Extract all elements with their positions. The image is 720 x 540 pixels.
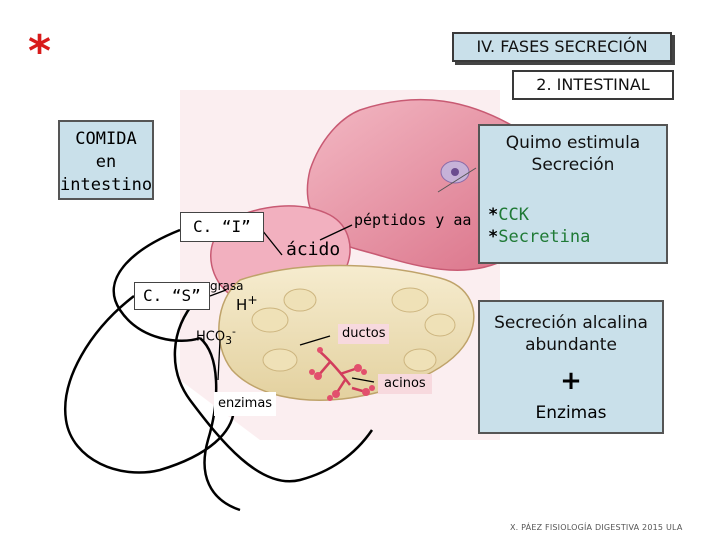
acini-label: acinos: [378, 374, 432, 394]
hydrogen-ion-sup: +: [247, 292, 258, 307]
hormone-item-secretina: *Secretina: [488, 226, 590, 248]
ducts-label: ductos: [338, 324, 390, 344]
chyme-line-1: Quimo estimula: [505, 133, 641, 153]
enzymes-label: Enzimas: [535, 403, 607, 423]
enzymes-diagram-label: enzimas: [214, 392, 277, 416]
acid-label: ácido: [286, 239, 341, 260]
alkaline-line-2: abundante: [525, 335, 617, 355]
plus-sign: +: [560, 366, 582, 396]
food-in-intestine-box: COMIDA en intestino: [58, 120, 154, 200]
bicarbonate-label: HCO3-: [196, 322, 236, 351]
peptides-label: péptidos y aa: [354, 211, 472, 229]
bicarbonate-sup: -: [231, 325, 236, 338]
footer-credit: X. PÁEZ FISIOLOGÍA DIGESTIVA 2015 ULA: [510, 523, 683, 532]
hydrogen-ion-label: H+: [236, 290, 258, 315]
hormone-list: *CCK *Secretina: [488, 204, 590, 248]
chyme-stimulation-box: Quimo estimula Secreción *CCK *Secretina: [478, 124, 668, 264]
bicarbonate-sub: 3: [225, 333, 232, 347]
feedback-loops: [63, 228, 374, 512]
alkaline-text: Secreción alcalina abundante: [480, 312, 662, 356]
comida-line-3: intestino: [60, 175, 153, 195]
pancreas-lobules: [251, 287, 456, 372]
acini-clusters: [309, 347, 375, 401]
asterisk-mark: *: [28, 26, 52, 77]
chyme-line-2: Secreción: [531, 155, 615, 175]
alkaline-line-1: Secreción alcalina: [494, 313, 648, 333]
cs-cell-label: C. “S”: [134, 282, 210, 310]
hormone-name: Secretina: [498, 227, 591, 247]
comida-line-2: en: [95, 152, 117, 172]
alkaline-secretion-box: Secreción alcalina abundante + Enzimas: [478, 300, 664, 434]
hormone-item-cck: *CCK: [488, 204, 590, 226]
chyme-text: Quimo estimula Secreción: [480, 132, 666, 176]
comida-line-1: COMIDA: [75, 129, 137, 149]
section-subtitle: 2. INTESTINAL: [512, 70, 674, 100]
fat-label: grasa: [210, 279, 244, 293]
hydrogen-ion-base: H: [236, 296, 248, 314]
hormone-name: CCK: [498, 205, 529, 225]
pointer-line: [437, 167, 477, 193]
hormone-star: *: [488, 227, 499, 247]
ci-cell-label: C. “I”: [180, 212, 264, 242]
page-title: IV. FASES SECRECIÓN: [452, 32, 672, 62]
flow-arrows: [209, 224, 375, 383]
bicarbonate-base: HCO: [196, 329, 226, 345]
hormone-star: *: [488, 205, 499, 225]
